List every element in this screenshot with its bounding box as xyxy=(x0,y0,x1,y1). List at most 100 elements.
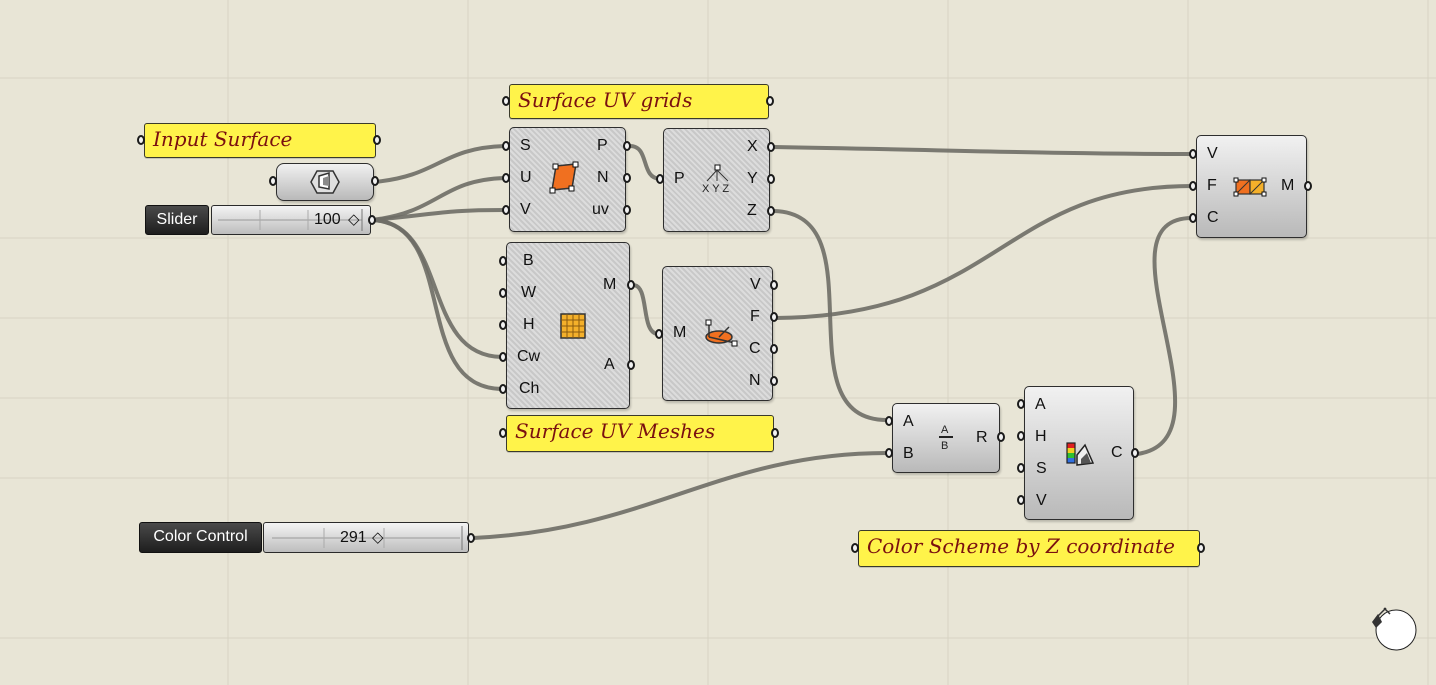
wire-X-to-V xyxy=(772,145,1194,156)
deconstruct-mesh-grip-C[interactable] xyxy=(770,344,778,354)
mesh-surface-grip-Cw[interactable] xyxy=(499,352,507,362)
deconstruct-point-grip-P[interactable] xyxy=(656,174,664,184)
deconstruct-point-grip-Y[interactable] xyxy=(767,174,775,184)
deconstruct-point-grip-Z[interactable] xyxy=(767,206,775,216)
deconstruct-mesh-output-C: C xyxy=(749,340,761,357)
division-icon: A B xyxy=(939,424,953,452)
panel-color-scheme-grip-out[interactable] xyxy=(1197,543,1205,553)
division-grip-A[interactable] xyxy=(885,416,893,426)
mesh-surface-grip-M[interactable] xyxy=(627,280,635,290)
construct-mesh-icon xyxy=(1233,177,1267,197)
deconstruct-mesh-grip-N[interactable] xyxy=(770,376,778,386)
divide-surface-grip-S[interactable] xyxy=(502,141,510,151)
deconstruct-point-input-P: P xyxy=(674,170,685,187)
divide-surface-grip-P[interactable] xyxy=(623,141,631,151)
divide-surface-input-U: U xyxy=(520,169,532,186)
deconstruct-mesh-input-M: M xyxy=(673,324,687,341)
colour-ahsv-grip-C[interactable] xyxy=(1131,448,1139,458)
divide-surface-component[interactable]: S U V P N uv xyxy=(509,127,626,232)
panel-input-surface-grip-out[interactable] xyxy=(373,135,381,145)
construct-mesh-component[interactable]: V F C M xyxy=(1196,135,1307,238)
mesh-surface-grip-W[interactable] xyxy=(499,288,507,298)
slider-name[interactable]: Slider xyxy=(145,205,209,235)
wire-F-to-F xyxy=(774,184,1194,320)
divide-surface-grip-V[interactable] xyxy=(502,205,510,215)
slider-value: 100 xyxy=(314,211,341,228)
slider-grip-out[interactable] xyxy=(368,215,376,225)
deconstruct-mesh-grip-M[interactable] xyxy=(655,329,663,339)
construct-mesh-grip-V[interactable] xyxy=(1189,149,1197,159)
construct-mesh-input-V: V xyxy=(1207,145,1218,162)
mesh-surface-grip-A[interactable] xyxy=(627,360,635,370)
divide-surface-input-S: S xyxy=(520,137,531,154)
mesh-surface-icon xyxy=(560,313,586,339)
deconstruct-point-output-X: X xyxy=(747,138,758,155)
slider-knob-icon[interactable]: ◇ xyxy=(348,211,360,228)
panel-surface-uv-grids-grip-in[interactable] xyxy=(502,96,510,106)
divide-surface-grip-U[interactable] xyxy=(502,173,510,183)
construct-mesh-input-F: F xyxy=(1207,177,1217,194)
slider-track[interactable]: 100 ◇ xyxy=(211,205,371,235)
colour-ahsv-grip-V[interactable] xyxy=(1017,495,1025,505)
colour-ahsv-grip-H[interactable] xyxy=(1017,431,1025,441)
mesh-surface-input-W: W xyxy=(521,284,537,301)
colour-ahsv-icon xyxy=(1066,442,1095,466)
panel-color-scheme-text: Color Scheme by Z coordinate xyxy=(867,534,1175,558)
mesh-surface-input-B: B xyxy=(523,252,534,269)
panel-input-surface[interactable]: Input Surface xyxy=(144,123,376,158)
mesh-surface-grip-B[interactable] xyxy=(499,256,507,266)
color-control-knob-icon[interactable]: ◇ xyxy=(372,529,384,546)
deconstruct-mesh-grip-V[interactable] xyxy=(770,280,778,290)
panel-color-scheme[interactable]: Color Scheme by Z coordinate xyxy=(858,530,1200,567)
panel-input-surface-grip-in[interactable] xyxy=(137,135,145,145)
panel-surface-uv-grids-grip-out[interactable] xyxy=(766,96,774,106)
division-input-A: A xyxy=(903,413,914,430)
surface-param-grip-in[interactable] xyxy=(269,176,277,186)
surface-param-component[interactable] xyxy=(276,163,374,201)
divide-surface-grip-uv[interactable] xyxy=(623,205,631,215)
deconstruct-point-component[interactable]: P X Y Z X Y Z xyxy=(663,128,770,232)
colour-ahsv-input-A: A xyxy=(1035,396,1046,413)
wire-slider-to-Ch xyxy=(370,218,504,391)
deconstruct-point-grip-X[interactable] xyxy=(767,142,775,152)
division-grip-R[interactable] xyxy=(997,432,1005,442)
panel-surface-uv-meshes[interactable]: Surface UV Meshes xyxy=(506,415,774,452)
colour-ahsv-component[interactable]: A H S V C xyxy=(1024,386,1134,520)
construct-mesh-grip-C[interactable] xyxy=(1189,213,1197,223)
panel-surface-uv-meshes-text: Surface UV Meshes xyxy=(515,419,716,443)
colour-ahsv-input-H: H xyxy=(1035,428,1047,445)
mesh-surface-component[interactable]: B W H Cw Ch M A xyxy=(506,242,630,409)
panel-surface-uv-meshes-grip-in[interactable] xyxy=(499,428,507,438)
svg-text:X Y Z: X Y Z xyxy=(702,183,729,195)
wire-P-to-P xyxy=(628,144,662,181)
deconstruct-mesh-component[interactable]: M V F C N xyxy=(662,266,773,401)
construct-mesh-grip-F[interactable] xyxy=(1189,181,1197,191)
panel-surface-uv-grids-text: Surface UV grids xyxy=(518,88,693,112)
panel-input-surface-text: Input Surface xyxy=(153,127,293,151)
mesh-surface-grip-Ch[interactable] xyxy=(499,384,507,394)
color-control-grip-out[interactable] xyxy=(467,533,475,543)
divide-surface-output-P: P xyxy=(597,137,608,154)
colour-ahsv-output-C: C xyxy=(1111,444,1123,461)
surface-param-grip-out[interactable] xyxy=(371,176,379,186)
mesh-surface-grip-H[interactable] xyxy=(499,320,507,330)
color-control-value: 291 xyxy=(340,529,367,546)
panel-color-scheme-grip-in[interactable] xyxy=(851,543,859,553)
division-component[interactable]: A B R A B xyxy=(892,403,1000,473)
panel-surface-uv-meshes-grip-out[interactable] xyxy=(771,428,779,438)
colour-ahsv-grip-S[interactable] xyxy=(1017,463,1025,473)
colour-ahsv-grip-A[interactable] xyxy=(1017,399,1025,409)
deconstruct-mesh-output-N: N xyxy=(749,372,761,389)
panel-surface-uv-grids[interactable]: Surface UV grids xyxy=(509,84,769,119)
deconstruct-mesh-grip-F[interactable] xyxy=(770,312,778,322)
construct-mesh-grip-M[interactable] xyxy=(1304,181,1312,191)
division-grip-B[interactable] xyxy=(885,448,893,458)
deconstruct-mesh-output-V: V xyxy=(750,276,761,293)
color-control-name[interactable]: Color Control xyxy=(139,522,262,553)
divide-surface-grip-N[interactable] xyxy=(623,173,631,183)
navigation-compass-icon[interactable] xyxy=(1364,600,1420,654)
wire-color-to-B xyxy=(471,451,889,540)
color-control-track[interactable]: 291 ◇ xyxy=(263,522,469,553)
surface-param-icon xyxy=(310,170,340,194)
